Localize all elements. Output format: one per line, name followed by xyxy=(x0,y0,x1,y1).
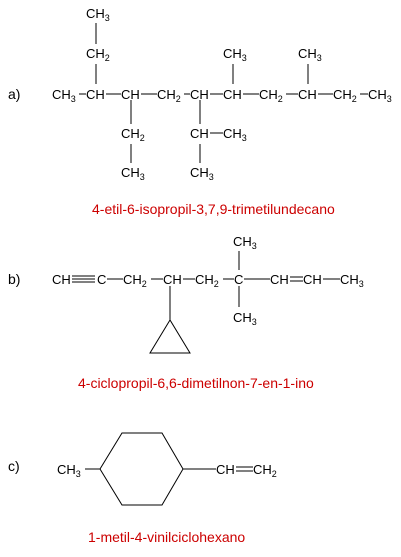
atom-ch: CH xyxy=(121,87,140,102)
atom-ch: CH xyxy=(163,272,182,287)
atom-ch2: CH2 xyxy=(121,126,145,143)
atom-ch3: CH3 xyxy=(298,46,322,63)
atom-ch3: CH3 xyxy=(223,126,247,143)
atom-ch2: CH2 xyxy=(259,87,283,104)
atom-ch: CH xyxy=(190,126,209,141)
atom-ch2: CH2 xyxy=(86,46,110,63)
atom-ch: CH xyxy=(223,87,242,102)
structure-b: b) CH C CH2 CH CH2 C CH CH CH3 xyxy=(8,234,364,391)
atom-ch2: CH2 xyxy=(253,462,277,479)
branch-methyl: CH3 xyxy=(223,46,247,84)
main-chain-b: CH C CH2 CH CH2 C CH CH CH3 xyxy=(52,272,364,289)
atom-ch2: CH2 xyxy=(195,272,219,289)
atom-ch2: CH2 xyxy=(123,272,147,289)
compound-name-b: 4-ciclopropil-6,6-dimetilnon-7-en-1-ino xyxy=(78,375,314,391)
atom-ch3: CH3 xyxy=(190,165,214,182)
branch-isopropyl: CH CH3 CH3 xyxy=(190,100,247,182)
structure-c: c) CH3 CH CH2 1-metil-4-vinilciclohexano xyxy=(8,432,277,545)
atom-ch3: CH3 xyxy=(233,310,257,327)
atom-c: C xyxy=(234,272,243,287)
atom-ch3: CH3 xyxy=(233,234,257,251)
branch-cyclopropyl xyxy=(149,286,191,354)
atom-ch3: CH3 xyxy=(52,87,76,104)
atom-ch: CH xyxy=(270,272,289,287)
atom-ch3: CH3 xyxy=(86,6,110,23)
atom-ch3: CH3 xyxy=(340,272,364,289)
cyclopropane-ring xyxy=(149,319,191,354)
label-c: c) xyxy=(8,458,20,474)
atom-ch3: CH3 xyxy=(223,46,247,63)
label-b: b) xyxy=(8,271,20,287)
atom-ch2: CH2 xyxy=(157,87,181,104)
atom-ch3: CH3 xyxy=(368,87,392,104)
branch-ethyl-down: CH2 CH3 xyxy=(121,100,145,182)
atom-c: C xyxy=(97,272,106,287)
label-a: a) xyxy=(8,86,20,102)
atom-ch: CH xyxy=(303,272,322,287)
compound-name-a: 4-etil-6-isopropil-3,7,9-trimetilundecan… xyxy=(92,201,335,217)
atom-ch2: CH2 xyxy=(333,87,357,104)
atom-ch: CH xyxy=(86,87,105,102)
atom-ch: CH xyxy=(216,462,235,477)
atom-ch: CH xyxy=(52,272,71,287)
atom-ch: CH xyxy=(190,87,209,102)
branch-dimethyl: CH3 CH3 xyxy=(233,234,257,327)
cyclohexane-ring xyxy=(99,432,184,506)
atom-ch3: CH3 xyxy=(57,462,81,479)
main-chain-a: CH3 CH CH CH2 CH CH CH2 CH CH2 CH3 xyxy=(52,87,392,104)
compound-name-c: 1-metil-4-vinilciclohexano xyxy=(88,529,245,545)
atom-ch3: CH3 xyxy=(121,165,145,182)
atom-ch: CH xyxy=(298,87,317,102)
branch-methyl: CH3 xyxy=(298,46,322,84)
branch-ethyl-up: CH3 CH2 xyxy=(86,6,110,84)
structure-a: a) CH3 CH CH CH2 CH CH CH2 CH CH2 CH3 CH… xyxy=(8,6,392,217)
